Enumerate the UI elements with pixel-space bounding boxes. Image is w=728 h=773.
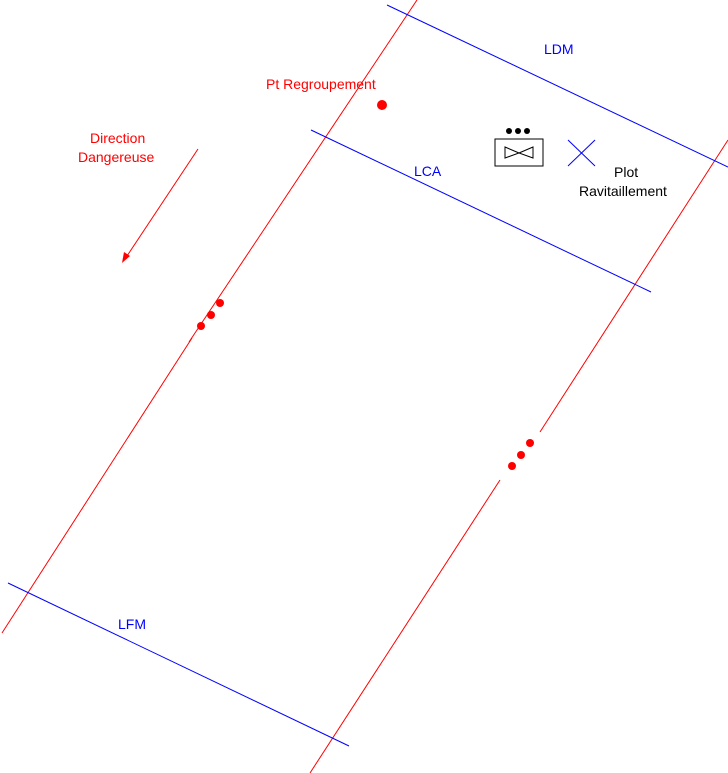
lca-label: LCA — [414, 163, 442, 179]
lfm-line — [7, 582, 350, 747]
left-dot — [207, 311, 215, 319]
regroupement-label: Pt Regroupement — [266, 76, 376, 92]
x-cross-icon — [567, 139, 596, 167]
direction-label-line1: Direction — [90, 130, 145, 146]
three-dots-over-bowtie-box-icon — [494, 128, 544, 167]
direction-label-line2: Dangereuse — [78, 149, 154, 165]
left-boundary-upper — [188, 0, 418, 343]
lfm-label: LFM — [118, 616, 146, 632]
left-dot — [216, 299, 224, 307]
right-dot — [526, 439, 534, 447]
right-dot — [508, 462, 516, 470]
right-boundary-upper — [539, 139, 728, 433]
left-dot — [197, 322, 205, 330]
right-boundary-lower — [309, 479, 501, 773]
lca-line — [310, 129, 652, 293]
right-dot — [517, 451, 525, 459]
regroupement-dot — [377, 100, 387, 110]
left-boundary-lower — [1, 337, 193, 634]
plot-label-line1: Plot — [614, 164, 638, 180]
right-dots — [508, 439, 534, 470]
arrow-down-left-icon — [122, 148, 199, 263]
ldm-line — [386, 4, 728, 168]
plot-label-line2: Ravitaillement — [579, 183, 667, 199]
left-dots — [197, 299, 224, 330]
ldm-label: LDM — [544, 41, 574, 57]
